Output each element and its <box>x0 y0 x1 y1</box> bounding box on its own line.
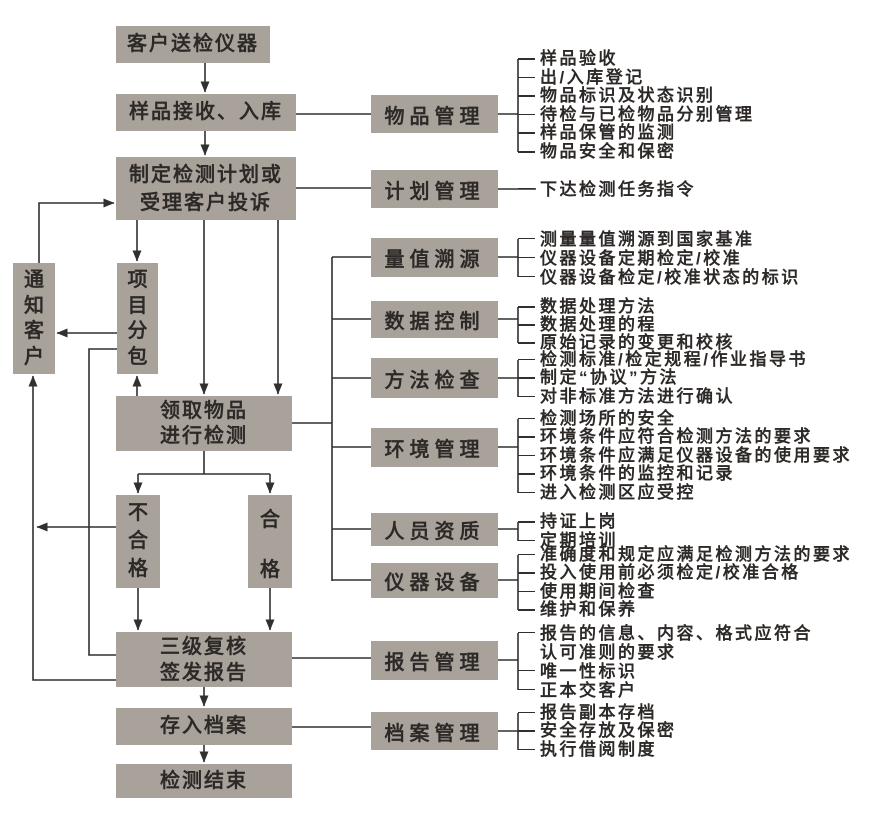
group-box-plan-management: 计划管理 <box>371 170 498 208</box>
list-item: 待检与已检物品分别管理 <box>518 104 755 124</box>
group-box-data-control: 数据控制 <box>371 301 498 338</box>
list-item: 环境条件的监控和记录 <box>518 464 852 484</box>
node-result-fail: 不 合 格 <box>116 495 160 588</box>
list-item: 数据处理的程 <box>518 316 735 334</box>
list-item: 维护和保养 <box>518 600 852 620</box>
node-result-pass: 合 格 <box>248 495 292 588</box>
group-items-item-management: 样品验收出/入库登记物品标识及状态识别待检与已检物品分别管理样品保管的监测物品安… <box>518 49 755 162</box>
list-item: 环境条件应满足仪器设备的使用要求 <box>518 445 852 465</box>
group-items-metrological-traceability: 测量量值溯源到国家基准仪器设备定期检定/校准仪器设备检定/校准状态的标识 <box>518 230 801 287</box>
list-item: 出/入库登记 <box>518 68 755 88</box>
list-item: 样品保管的监测 <box>518 124 755 143</box>
group-items-instrument-equipment: 准确度和规定应满足检测方法的要求投入使用前必须检定/校准合格使用期间检查维护和保… <box>518 544 852 620</box>
list-item: 数据处理方法 <box>518 298 735 316</box>
group-box-archive-management: 档案管理 <box>371 712 498 750</box>
list-item: 样品验收 <box>518 49 755 69</box>
list-item: 仪器设备定期检定/校准 <box>518 249 801 268</box>
list-item: 投入使用前必须检定/校准合格 <box>518 563 852 583</box>
node-test-end: 检测结束 <box>116 764 292 798</box>
node-project-subcontract: 项 目 分 包 <box>117 263 158 374</box>
group-items-archive-management: 报告副本存档安全存放及保密执行借阅制度 <box>518 703 677 760</box>
group-box-environment-management: 环境管理 <box>371 428 498 467</box>
list-item: 对非标准方法进行确认 <box>518 387 808 407</box>
node-customer-sends-instruments: 客户送检仪器 <box>116 26 270 63</box>
group-box-item-management: 物品管理 <box>371 95 498 133</box>
list-item: 检测标准/检定规程/作业指导书 <box>518 349 808 369</box>
list-item: 仪器设备检定/校准状态的标识 <box>518 267 801 287</box>
group-box-report-management: 报告管理 <box>371 641 498 680</box>
group-items-data-control: 数据处理方法数据处理的程原始记录的变更和校核 <box>518 298 735 352</box>
list-item: 测量量值溯源到国家基准 <box>518 230 801 249</box>
group-box-metrological-traceability: 量值溯源 <box>371 238 498 277</box>
node-sample-receiving-storage: 样品接收、入库 <box>116 94 296 131</box>
group-items-method-check: 检测标准/检定规程/作业指导书制定“协议”方法对非标准方法进行确认 <box>518 349 808 407</box>
group-items-environment-management: 检测场所的安全环境条件应符合检测方法的要求环境条件应满足仪器设备的使用要求环境条… <box>518 409 852 503</box>
group-box-personnel-qualification: 人员资质 <box>371 513 498 546</box>
list-item: 物品标识及状态识别 <box>518 87 755 106</box>
list-item: 报告副本存档 <box>518 703 677 723</box>
list-item: 检测场所的安全 <box>518 409 852 429</box>
node-collect-items-perform-test: 领取物品 进行检测 <box>116 396 292 451</box>
group-box-method-check: 方法检查 <box>371 358 498 398</box>
list-item: 制定“协议”方法 <box>518 368 808 388</box>
list-item: 唯一性标识 <box>518 662 813 681</box>
list-item: 进入检测区应受控 <box>518 483 852 503</box>
list-item: 环境条件应符合检测方法的要求 <box>518 427 852 447</box>
list-item: 安全存放及保密 <box>518 721 677 740</box>
list-item: 报告的信息、内容、格式应符合 认可准则的要求 <box>518 623 813 662</box>
list-item: 下达检测任务指令 <box>518 179 696 199</box>
node-notify-customer: 通 知 客 户 <box>13 263 55 374</box>
node-three-level-review-issue-report: 三级复核 签发报告 <box>116 632 292 687</box>
group-items-report-management: 报告的信息、内容、格式应符合 认可准则的要求唯一性标识正本交客户 <box>518 623 813 700</box>
list-item: 持证上岗 <box>518 512 618 531</box>
list-item: 原始记录的变更和校核 <box>518 333 735 352</box>
list-item: 定期培训 <box>518 530 618 550</box>
group-box-instrument-equipment: 仪器设备 <box>371 563 498 598</box>
group-items-plan-management: 下达检测任务指令 <box>518 179 696 199</box>
list-item: 物品安全和保密 <box>518 142 755 162</box>
list-item: 正本交客户 <box>518 681 813 700</box>
group-items-personnel-qualification: 持证上岗定期培训 <box>518 512 618 550</box>
list-item: 准确度和规定应满足检测方法的要求 <box>518 544 852 564</box>
list-item: 使用期间检查 <box>518 582 852 602</box>
node-store-in-archive: 存入档案 <box>116 708 292 745</box>
list-item: 执行借阅制度 <box>518 740 677 760</box>
node-make-test-plan-or-accept-complaint: 制定检测计划或 受理客户投诉 <box>116 157 296 220</box>
